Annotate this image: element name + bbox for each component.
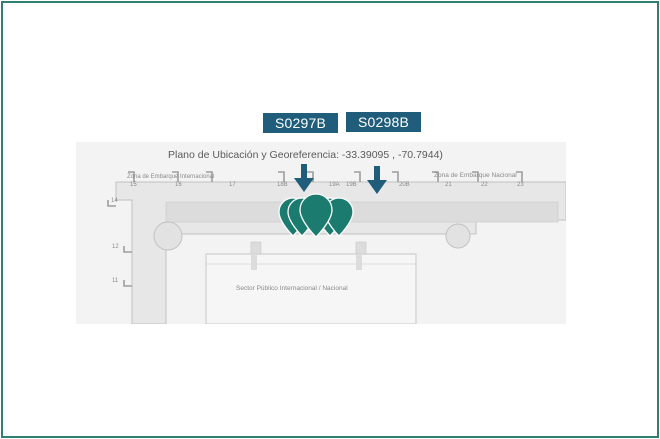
location-pin-icon	[299, 193, 333, 238]
zone-label-international: Zona de Embarque Internacional	[127, 174, 214, 180]
zone-label-national: Zona de Embarque Nacional	[434, 172, 517, 179]
gate-label-19a: 19A	[329, 182, 340, 188]
gate-label-20b: 20B	[399, 182, 410, 188]
gate-label-14: 14	[111, 198, 118, 204]
arrow-icon-s0297b	[294, 164, 314, 192]
gate-badge-s0298b: S0298B	[346, 112, 421, 132]
gate-label-19b: 19B	[346, 182, 357, 188]
sector-label: Sector Público Internacional / Nacional	[236, 285, 348, 292]
arrow-icon-s0298b	[367, 166, 387, 194]
gate-label-22: 22	[481, 182, 488, 188]
gate-label-17: 17	[229, 182, 236, 188]
terminal-floor-plan: Plano de Ubicación y Georeferencia: -33.…	[76, 142, 566, 324]
location-pin-icons	[278, 193, 354, 238]
gate-label-12: 12	[112, 244, 119, 250]
gate-label-11: 11	[112, 278, 119, 284]
map-title: Plano de Ubicación y Georeferencia: -33.…	[168, 149, 443, 161]
gate-label-16: 16	[175, 182, 182, 188]
gate-badge-s0297b: S0297B	[263, 113, 338, 133]
gate-label-18b: 18B	[277, 182, 288, 188]
gate-label-15: 15	[130, 182, 137, 188]
gate-label-21: 21	[445, 182, 452, 188]
gate-label-23: 23	[517, 182, 524, 188]
